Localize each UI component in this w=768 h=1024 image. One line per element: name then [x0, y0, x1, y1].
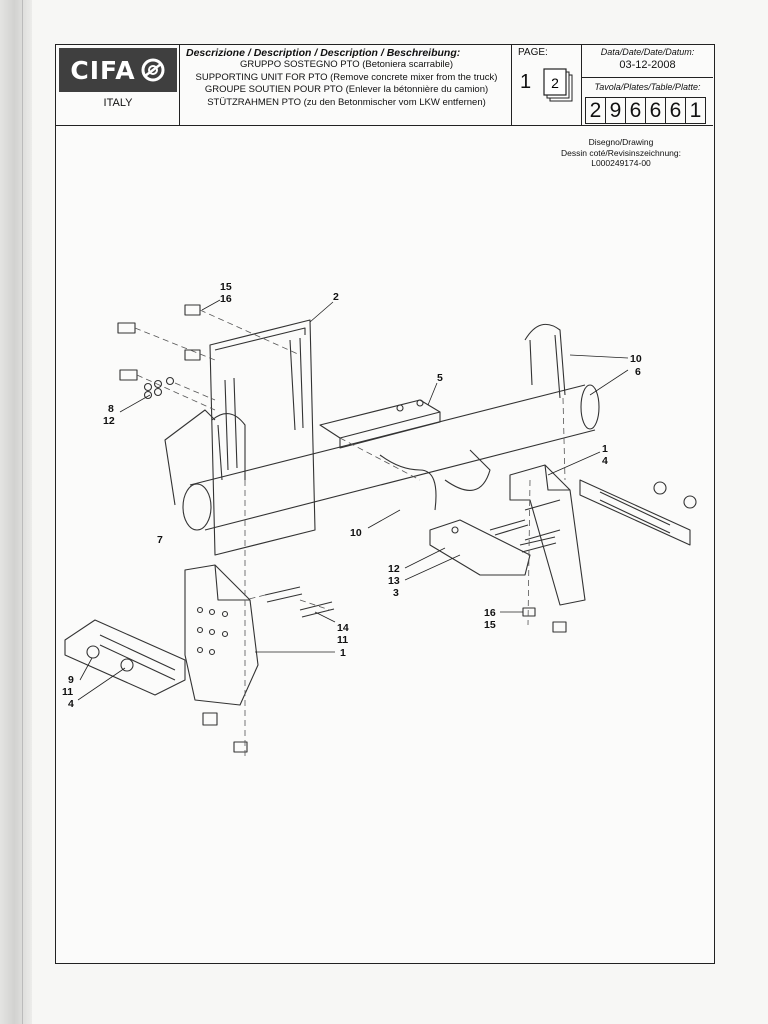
callout-label: 10	[350, 527, 362, 539]
callout-label: 15	[220, 281, 232, 293]
drawing-info: Disegno/Drawing Dessin coté/Revisinszeic…	[526, 137, 716, 169]
logo-cell: CIFA ITALY	[56, 45, 180, 125]
description-english: SUPPORTING UNIT FOR PTO (Remove concrete…	[195, 71, 498, 83]
assembly-lines	[134, 309, 566, 760]
date-label: Data/Date/Date/Datum:	[600, 47, 695, 57]
callout-label: 16	[220, 293, 232, 305]
callout-label: 7	[157, 534, 163, 546]
title-block: CIFA ITALY Descrizione / Description / D…	[56, 45, 713, 126]
callout-label: 12	[388, 563, 400, 575]
scan-edge	[0, 0, 32, 1024]
callout-label: 5	[437, 372, 443, 384]
date-value: 03-12-2008	[619, 59, 676, 71]
callout-label: 9	[68, 674, 74, 686]
callout-label: 6	[635, 366, 641, 378]
leader-lines	[77, 299, 629, 701]
table-number: 2 9 6 6 6 1	[585, 97, 706, 124]
drawing-sheet: CIFA ITALY Descrizione / Description / D…	[55, 44, 715, 964]
vertical-plate	[209, 319, 316, 556]
callout-label: 8	[108, 403, 114, 415]
date-cell: Data/Date/Date/Datum: 03-12-2008 Tavola/…	[582, 45, 713, 125]
callout-label: 1	[340, 647, 346, 659]
callout-label: 10	[630, 353, 642, 365]
right-base-plate	[579, 479, 691, 546]
drawing-code: L000249174-00	[591, 158, 651, 168]
table-label: Tavola/Plates/Table/Platte:	[582, 77, 713, 92]
callout-label: 2	[333, 291, 339, 303]
scan-line	[22, 0, 23, 1024]
left-base-plate	[64, 619, 186, 696]
callout-label: 4	[602, 455, 608, 467]
support-tube	[164, 384, 600, 531]
callout-label: 11	[337, 634, 348, 646]
centre-plate	[429, 519, 531, 576]
clamp-plate	[319, 399, 441, 449]
left-bracket	[184, 564, 259, 706]
page-number: 1	[520, 71, 532, 93]
u-bolt	[211, 323, 566, 511]
page-cell: PAGE: 1 2	[512, 45, 582, 125]
callout-label: 16	[484, 607, 496, 619]
callout-numbers: 15 16 2 8 12 5 10 6 1 4 7 10 12 13 3 16 …	[62, 281, 642, 710]
stacked-pages-icon: 2	[543, 68, 573, 102]
description-heading: Descrizione / Description / Description …	[186, 47, 461, 59]
callout-label: 14	[337, 622, 349, 634]
fasteners	[86, 304, 697, 753]
logo-text: CIFA	[70, 55, 136, 85]
cifa-logo: CIFA	[59, 48, 177, 92]
country-label: ITALY	[103, 97, 133, 109]
callout-label: 11	[62, 686, 73, 698]
drawing-label: Disegno/Drawing	[588, 137, 654, 147]
cifa-emblem-icon	[141, 58, 165, 82]
callout-label: 3	[393, 587, 399, 599]
callout-label: 13	[388, 575, 400, 587]
callout-label: 15	[484, 619, 496, 631]
right-bracket	[509, 464, 586, 606]
callout-label: 12	[103, 415, 115, 427]
revision-label: Dessin coté/Revisinszeichnung:	[560, 147, 681, 158]
description-cell: Descrizione / Description / Description …	[180, 45, 512, 125]
callout-label: 1	[602, 443, 608, 455]
description-german: STÜTZRAHMEN PTO (zu den Betonmischer vom…	[207, 96, 486, 108]
table-digit: 1	[685, 97, 706, 124]
page-count: 2	[551, 75, 559, 91]
callout-label: 4	[68, 698, 74, 710]
description-french: GROUPE SOUTIEN POUR PTO (Enlever la béto…	[204, 84, 489, 95]
description-italian: GRUPPO SOSTEGNO PTO (Betoniera scarrabil…	[239, 59, 454, 70]
page-label: PAGE:	[518, 47, 548, 58]
